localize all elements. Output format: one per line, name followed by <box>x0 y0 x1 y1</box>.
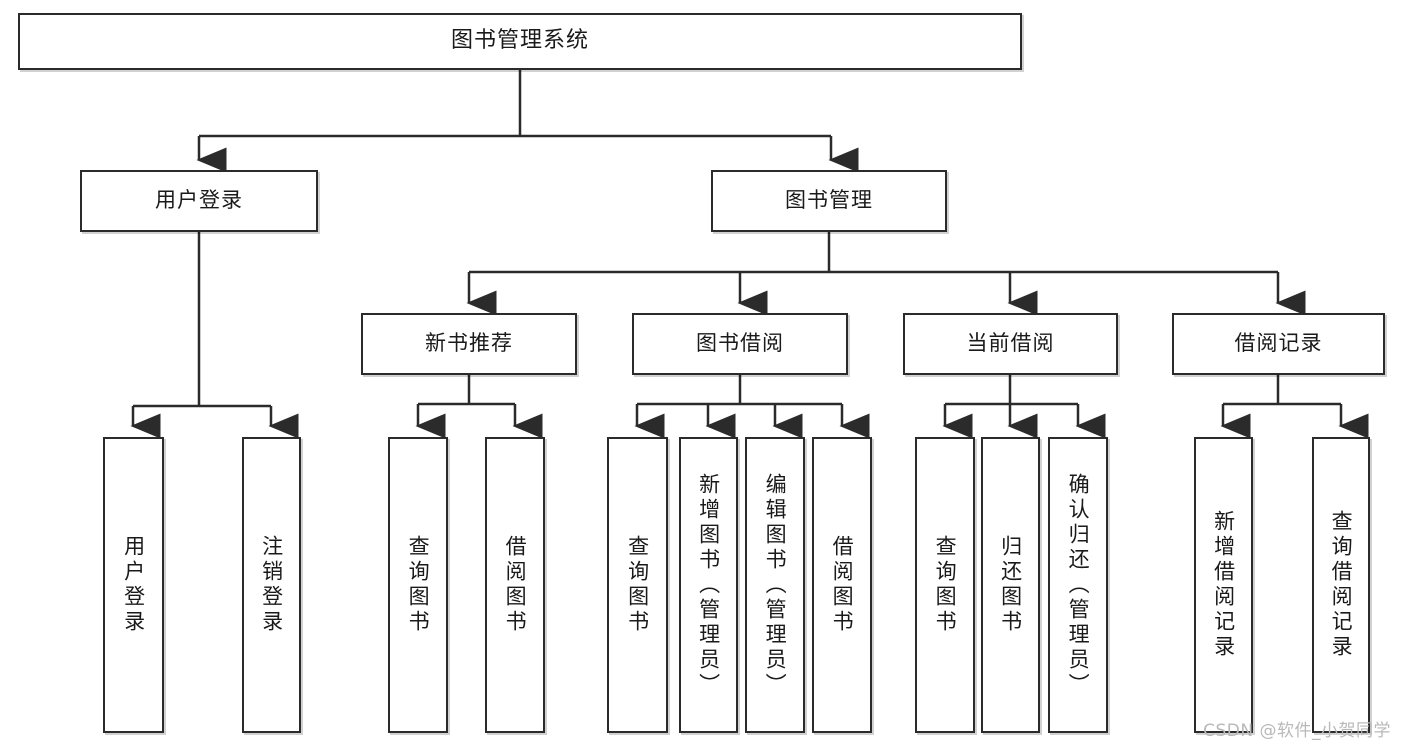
node-borrow-record[interactable]: 借阅记录 <box>1172 313 1385 375</box>
node-root-system[interactable]: 图书管理系统 <box>18 13 1022 70</box>
leaf-book-borrow-edit-admin[interactable]: 编辑图书（管理员） <box>745 437 805 733</box>
node-new-book-recommendation[interactable]: 新书推荐 <box>361 313 577 375</box>
leaf-user-login-login[interactable]: 用户登录 <box>103 437 164 733</box>
csdn-watermark: CSDN @软件_小贺同学 <box>1203 721 1391 741</box>
leaf-borrow-record-query[interactable]: 查询借阅记录 <box>1312 437 1370 733</box>
node-book-management[interactable]: 图书管理 <box>711 170 947 232</box>
leaf-new-book-borrow[interactable]: 借阅图书 <box>485 437 545 733</box>
leaf-book-borrow-borrow[interactable]: 借阅图书 <box>812 437 872 733</box>
leaf-book-borrow-add-admin[interactable]: 新增图书（管理员） <box>679 437 738 733</box>
node-current-borrow[interactable]: 当前借阅 <box>903 313 1118 375</box>
leaf-current-borrow-return[interactable]: 归还图书 <box>981 437 1040 733</box>
leaf-borrow-record-add[interactable]: 新增借阅记录 <box>1194 437 1253 733</box>
node-user-login[interactable]: 用户登录 <box>80 170 318 232</box>
leaf-current-borrow-confirm-admin[interactable]: 确认归还（管理员） <box>1048 437 1108 733</box>
leaf-book-borrow-query[interactable]: 查询图书 <box>607 437 668 733</box>
leaf-user-login-logout[interactable]: 注销登录 <box>242 437 301 733</box>
node-book-borrow[interactable]: 图书借阅 <box>632 313 848 375</box>
leaf-current-borrow-query[interactable]: 查询图书 <box>915 437 975 733</box>
leaf-new-book-query[interactable]: 查询图书 <box>388 437 448 733</box>
